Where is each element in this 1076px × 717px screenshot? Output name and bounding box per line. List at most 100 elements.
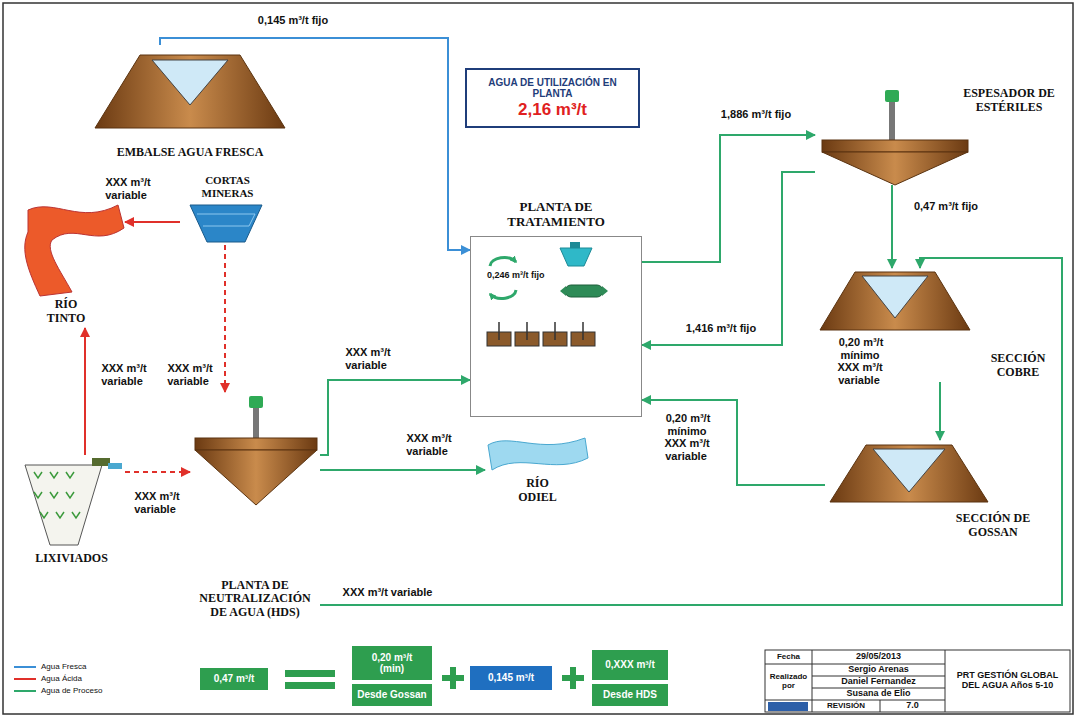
equation-box: 0,145 m³/t [470, 666, 552, 690]
legend-line [14, 675, 38, 683]
node-label: PLANTA DE NEUTRALIZACIÓN DE AGUA (HDS) [192, 579, 318, 620]
flow-connector [224, 245, 226, 392]
title-block-grid-part [765, 650, 1070, 712]
tailings-thickener-part [822, 152, 968, 185]
pit-node: CORTAS MINERAS [180, 172, 275, 245]
plant-node: PLANTA DE TRATAMIENTO 0,246 m³/t fijo [470, 198, 642, 417]
plant-equipment-part [602, 286, 608, 296]
legend-line-sample [14, 666, 36, 668]
flow-connector [642, 135, 815, 262]
flow-label-box: 0,20 m³/t mínimo XXX m³/t variable [655, 412, 719, 463]
leachate-pond-part [108, 463, 122, 469]
title-block-cell: Susana de Elio [812, 688, 945, 700]
river-tinto [25, 205, 124, 296]
flow-label: 0,145 m³/t fijo [256, 14, 330, 26]
flow-label: 1,886 m³/t fijo [719, 108, 793, 120]
title-block-cell: Daniel Fernandez [812, 676, 945, 688]
plant-stroke [66, 472, 74, 478]
flow-label: XXX m³/t variable [99, 362, 146, 387]
title-block-grid-part [812, 650, 813, 712]
flow-label-box: 0,145 m³/t fijo [238, 14, 348, 27]
reservoir-dam-part [152, 60, 228, 105]
equals-sign-part [285, 682, 335, 689]
plant-equipment-part [490, 290, 516, 298]
flotation-rotor [526, 322, 528, 340]
title-block-grid [765, 650, 1070, 712]
node-label: 0,20 m³/t (min) [361, 652, 423, 675]
plant-equipment-part [570, 242, 580, 248]
node-label: AGUA DE UTILIZACIÓN EN PLANTA [469, 77, 636, 100]
leachate-pond [25, 458, 122, 545]
open-pit [190, 205, 262, 242]
node-label: Desde Gossan [357, 689, 426, 701]
node-label: 0,XXX m³/t [605, 659, 654, 671]
flow-connector [160, 38, 470, 250]
equation-box: 0,XXX m³/t [592, 650, 668, 680]
title-block-cell: Realizado por [765, 664, 812, 700]
plant-stroke [72, 512, 80, 518]
leachate-node: LIXIVIADOS [18, 455, 125, 568]
legend-line [14, 687, 38, 695]
plant-stroke [34, 492, 42, 498]
flow-label-box: XXX m³/t variable [336, 346, 398, 371]
equation-box: Desde HDS [592, 684, 668, 706]
node-label: 0,246 m³/t fijo [487, 270, 545, 280]
flow-label: 0,47 m³/t fijo [912, 200, 980, 212]
gossan-dam-part [830, 445, 988, 502]
plant-outline [470, 236, 642, 417]
gossan-dam [830, 445, 988, 502]
node-label: PLANTA DE TRATAMIENTO [491, 200, 621, 230]
node-label: 0,47 m³/t [214, 673, 255, 685]
plant-stroke [40, 512, 48, 518]
tailings-thickener-part [889, 100, 895, 142]
flow-label-box: XXX m³/t variable [96, 176, 158, 201]
node-label: EMBALSE AGUA FRESCA [117, 146, 264, 160]
plus-sign-part [570, 667, 576, 689]
tailings-thickener-part [822, 140, 968, 152]
legend-line [14, 663, 38, 671]
plant-equipment-part [490, 258, 516, 266]
equation-box: 0,47 m³/t [200, 668, 268, 690]
leachate-pond-part [25, 465, 102, 545]
flotation-rotor [554, 322, 556, 340]
flow-label: 1,416 m³/t fijo [684, 322, 758, 334]
flow-label-box: 1,886 m³/t fijo [702, 108, 810, 121]
flow-label-box: XXX m³/t variable [397, 432, 459, 457]
node-label: SECCIÓN DE GOSSAN [938, 512, 1048, 540]
title-block-cell: 7.0 [880, 700, 945, 712]
hds-node: PLANTA DE NEUTRALIZACIÓN DE AGUA (HDS) [190, 392, 320, 622]
legend-text: Agua Ácida [41, 674, 82, 683]
flow-label-box: XXX m³/t variable [125, 490, 187, 515]
plant-stroke [34, 472, 42, 478]
river-node: RÍO TINTO [22, 200, 125, 328]
flow-label: XXX m³/t variable [103, 176, 150, 201]
plant-equipment-part [560, 248, 592, 266]
title-block-cell: Fecha [765, 650, 812, 664]
copper-dam-part [820, 272, 970, 330]
legend-row: Agua Fresca [14, 662, 86, 671]
flow-connector [642, 400, 825, 485]
legend-text: Agua de Proceso [41, 686, 102, 695]
open-pit-part [197, 214, 255, 226]
river-tinto-part [25, 205, 124, 296]
copper-dam [820, 272, 970, 330]
flow-label: XXX m³/t variable [343, 346, 390, 371]
hds-thickener-part [249, 396, 263, 408]
title-block-cell: Sergio Arenas [812, 664, 945, 676]
plant-equipment-part [560, 286, 566, 296]
equals-sign [285, 670, 335, 689]
hds-thickener-part [195, 438, 317, 450]
river-node: RÍO ODIEL [485, 430, 590, 507]
flow-connector [320, 258, 1062, 605]
plant-equipment [487, 242, 608, 346]
flow-connector [891, 185, 893, 268]
legend-row: Agua de Proceso [14, 686, 102, 695]
legend-row: Agua Ácida [14, 674, 82, 683]
node-label: 0,145 m³/t [488, 672, 534, 684]
title-block-grid-part [880, 700, 881, 712]
river-odiel-part [488, 438, 588, 470]
flow-label: XXX m³/t variable [404, 432, 451, 457]
flotation-rotor [582, 322, 584, 340]
title-block-cell: REVISIÓN [812, 700, 880, 712]
flow-label: XXX m³/t variable [165, 362, 212, 387]
